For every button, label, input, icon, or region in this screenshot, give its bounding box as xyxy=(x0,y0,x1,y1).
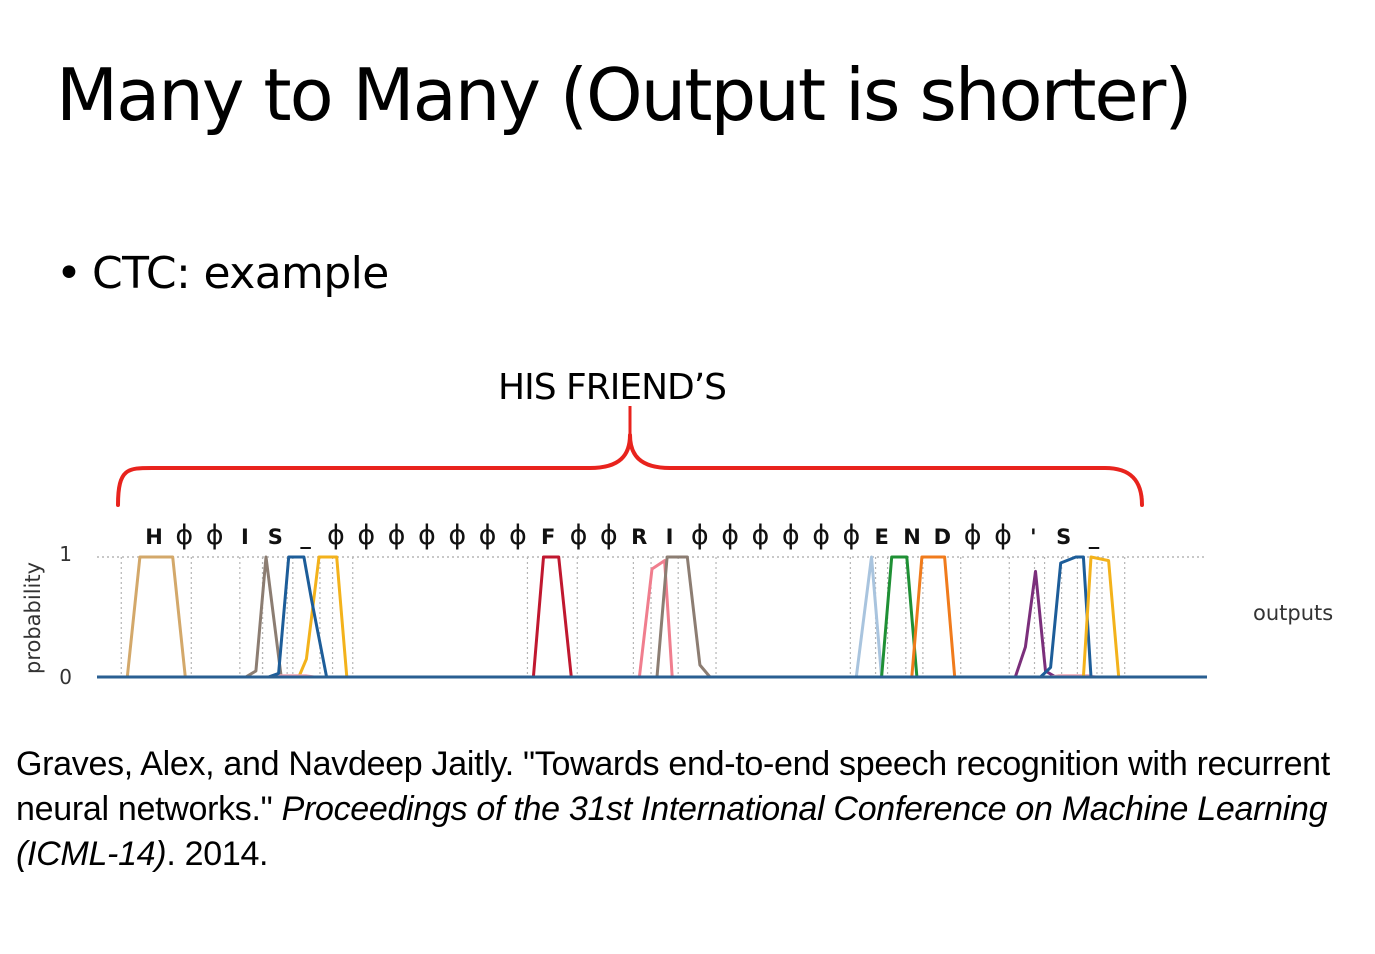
output-label: ϕ xyxy=(388,520,406,551)
output-label: ϕ xyxy=(721,520,739,551)
bullet-marker: • xyxy=(56,248,82,299)
citation-authors-title: Graves, Alex, and Navdeep Jaitly. "Towar… xyxy=(16,745,1330,828)
output-label: ϕ xyxy=(448,520,466,551)
output-label: F xyxy=(541,525,555,549)
bullet-text: CTC: example xyxy=(92,248,389,299)
output-label: ϕ xyxy=(509,520,527,551)
outputs-label: outputs xyxy=(1253,601,1333,625)
output-label: ϕ xyxy=(418,520,436,551)
output-label: D xyxy=(934,525,951,549)
output-label: ϕ xyxy=(570,520,588,551)
target-phrase: HIS FRIEND’S xyxy=(498,367,727,408)
output-label: I xyxy=(241,525,249,549)
output-label: ϕ xyxy=(327,520,345,551)
output-label: ϕ xyxy=(357,520,375,551)
output-label: ϕ xyxy=(994,520,1012,551)
output-label: E xyxy=(875,525,889,549)
output-label: N xyxy=(903,525,921,549)
output-label: ϕ xyxy=(175,520,193,551)
probability-curves xyxy=(97,555,1207,679)
output-label: H xyxy=(145,525,163,549)
output-label: I xyxy=(666,525,674,549)
output-label: S xyxy=(268,525,283,549)
output-label: ' xyxy=(1030,525,1036,549)
citation-year: . 2014. xyxy=(166,835,269,873)
y-tick-0: 0 xyxy=(59,665,72,689)
output-label: ϕ xyxy=(812,520,830,551)
output-label: ϕ xyxy=(752,520,770,551)
output-label: ϕ xyxy=(964,520,982,551)
output-label: _ xyxy=(1089,525,1100,549)
output-label: _ xyxy=(300,525,311,549)
chart-grid xyxy=(97,556,1207,677)
output-label: ϕ xyxy=(843,520,861,551)
output-label: ϕ xyxy=(206,520,224,551)
citation-venue: Proceedings of the 31st International Co… xyxy=(16,790,1328,873)
output-label: ϕ xyxy=(479,520,497,551)
bullet-item: •CTC: example xyxy=(56,248,389,301)
output-label: S xyxy=(1056,525,1071,549)
y-axis-label: probability xyxy=(21,562,45,674)
output-label: ϕ xyxy=(691,520,709,551)
series-line xyxy=(97,555,1207,679)
output-label: ϕ xyxy=(600,520,618,551)
curly-brace xyxy=(116,433,1144,507)
y-tick-1: 1 xyxy=(59,542,72,566)
output-label: R xyxy=(631,525,647,549)
slide-title: Many to Many (Output is shorter) xyxy=(56,53,1192,137)
citation: Graves, Alex, and Navdeep Jaitly. "Towar… xyxy=(16,742,1361,877)
output-label: ϕ xyxy=(782,520,800,551)
